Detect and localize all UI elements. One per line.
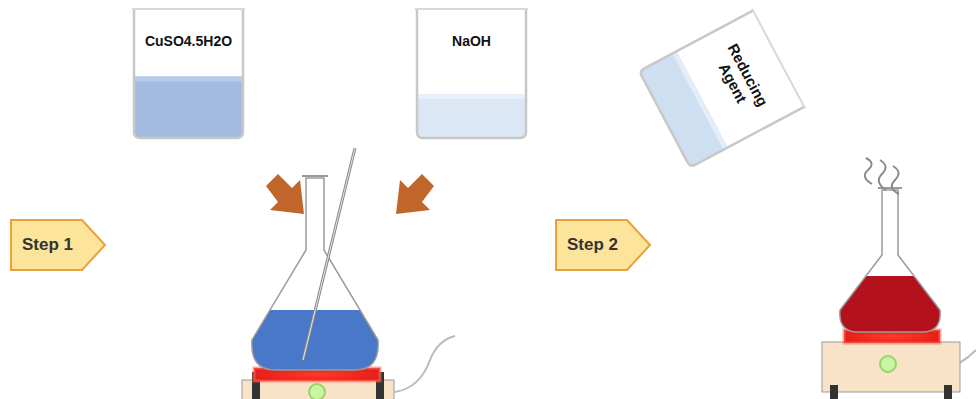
beaker-outline [635,6,808,171]
reagent-label: NaOH [419,33,524,49]
step-label: Step 1 [22,235,73,255]
reagent-label: CuSO4.5H2O [136,33,241,49]
erlenmeyer-flask [250,148,380,372]
step-marker: Step 2 [555,219,651,271]
step-label: Step 2 [567,235,618,255]
reagent-beaker: CuSO4.5H2O [131,5,246,140]
erlenmeyer-flask [836,188,944,336]
beaker-outline [414,5,529,140]
beaker-outline [131,5,246,140]
reagent-beaker: Reducing Agent [635,6,808,171]
hot-plate [822,330,976,399]
pour-arrow [266,174,434,214]
step-marker: Step 1 [10,219,106,271]
reagent-beaker: NaOH [414,5,529,140]
fumes [865,158,899,194]
